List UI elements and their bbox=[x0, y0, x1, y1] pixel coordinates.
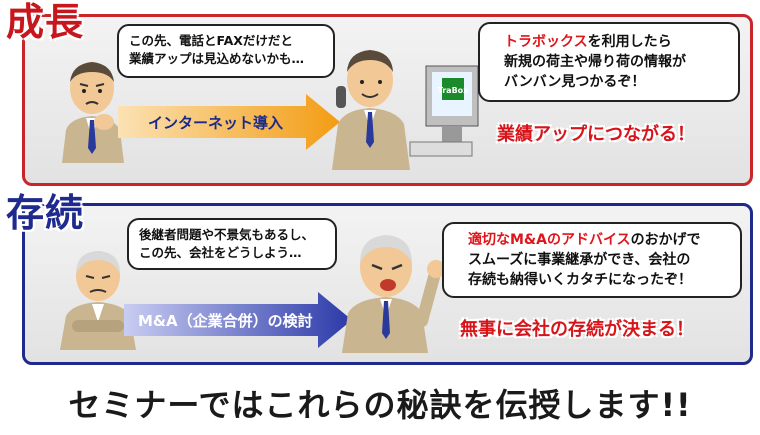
worried-elderly-man-illustration bbox=[60, 251, 136, 350]
growth-result: 業績アップにつながる！ bbox=[497, 124, 695, 145]
survival-success-bubble: 適切なM&Aのアドバイスのおかげで スムーズに事業継承ができ、会社の 存続も納得… bbox=[442, 222, 742, 298]
seminar-tagline: セミナーではこれらの秘訣を伝授します!! bbox=[68, 386, 692, 424]
survival-worry-bubble: 後継者問題や不景気もあるし、 この先、会社をどうしよう… bbox=[127, 218, 337, 270]
worried-man-illustration bbox=[62, 62, 124, 163]
growth-worry-line1: この先、電話とFAXだけだと bbox=[129, 33, 293, 48]
survival-success-line3: 存続も納得いくカタチになったぞ！ bbox=[468, 272, 692, 288]
growth-success-line2: 新規の荷主や帰り荷の情報が bbox=[504, 54, 686, 70]
growth-success-line1: を利用したら bbox=[587, 34, 672, 50]
growth-title: 成長 bbox=[6, 0, 85, 44]
survival-success-line2: スムーズに事業継承ができ、会社の bbox=[468, 252, 691, 268]
happy-elderly-man-illustration bbox=[342, 235, 445, 353]
growth-worry-bubble: この先、電話とFAXだけだと 業績アップは見込めないかも… bbox=[117, 24, 335, 78]
businessman-computer-illustration: TraBox bbox=[332, 50, 479, 170]
growth-success-line3: バンバン見つかるぞ！ bbox=[504, 74, 646, 90]
growth-worry-line2: 業績アップは見込めないかも… bbox=[129, 51, 305, 66]
survival-worry-line2: この先、会社をどうしよう… bbox=[139, 245, 302, 260]
survival-success-highlight: 適切なM&Aのアドバイス bbox=[468, 232, 631, 248]
growth-success-highlight: トラボックス bbox=[504, 34, 588, 50]
growth-arrow bbox=[118, 94, 340, 150]
survival-success-line1: のおかげで bbox=[630, 232, 701, 248]
survival-result: 無事に会社の存続が決まる！ bbox=[460, 319, 694, 340]
growth-arrow-label: インターネット導入 bbox=[148, 114, 284, 132]
survival-arrow bbox=[124, 292, 352, 348]
survival-title: 存続 bbox=[6, 191, 85, 235]
growth-success-bubble: トラボックスを利用したら 新規の荷主や帰り荷の情報が バンバン見つかるぞ！ bbox=[478, 22, 740, 102]
survival-arrow-label: M&A（企業合併）の検討 bbox=[138, 312, 313, 330]
survival-worry-line1: 後継者問題や不景気もあるし、 bbox=[139, 227, 315, 242]
tra-box-logo: TraBox bbox=[438, 86, 470, 95]
